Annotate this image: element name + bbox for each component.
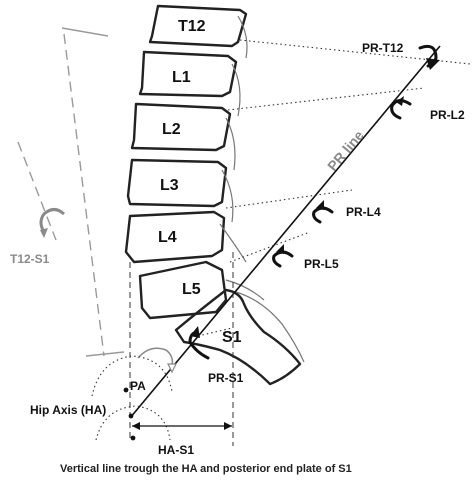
vertebra-l2-label: L2: [162, 121, 181, 138]
pr-l5-arrow: [272, 250, 294, 268]
ha-s1-label: HA-S1: [158, 443, 194, 457]
pr-l4-label: PR-L4: [346, 205, 381, 219]
vertebral-column: T12 L1 L2 L3 L3 L4: [124, 4, 305, 386]
vertebra-l3: L3: [126, 158, 234, 223]
annotation-labels: PR-T12 PR-L2 PR-L4 PR-L5 PR-S1 PA Hip Ax…: [30, 41, 465, 475]
pelvic-rotation-arrowhead: [167, 363, 177, 374]
vertebra-s1-label: S1: [222, 329, 242, 346]
ha-s1-distance: HA-S1: [132, 422, 232, 457]
vertebra-s1: S1: [174, 288, 305, 386]
pr-line: [129, 45, 441, 419]
pr-l5-label: PR-L5: [304, 257, 339, 271]
pr-l2-label: PR-L2: [430, 108, 465, 122]
endplate-line-l5: [229, 231, 311, 263]
vertebra-l3-process: [221, 169, 234, 223]
pr-l2-arrow: [390, 99, 412, 120]
vertebra-l2-body: [130, 102, 232, 152]
ha-s1-right-arrowhead: [224, 422, 232, 430]
t12-s1-line: [63, 33, 105, 357]
vertical-references: [129, 252, 234, 446]
t12-s1-cross-line: [17, 141, 57, 241]
femoral-heads: [91, 355, 173, 441]
endplate-lines: [197, 39, 471, 337]
vertebra-l1-process: [231, 63, 241, 117]
pr-t12-label: PR-T12: [362, 41, 404, 55]
hip-axis-point: [128, 413, 134, 419]
pa-point: [123, 387, 129, 393]
pr-l5-arrowhead: [276, 244, 284, 254]
vertebra-l2-process: [225, 117, 236, 171]
vertebra-t12: T12: [148, 4, 248, 59]
vertebra-l5: L5: [138, 260, 265, 320]
vertebra-l3-body: [126, 158, 228, 208]
hip-axis-label: Hip Axis (HA): [30, 403, 106, 417]
endplate-line-l4: [225, 189, 353, 209]
t12-s1-bottom-tick: [85, 351, 125, 357]
lower-hip-point: [130, 435, 136, 441]
sacrum-body: [174, 288, 302, 386]
vertebra-t12-label: T12: [178, 18, 206, 35]
pr-line-label: PR line: [324, 127, 367, 174]
vertebra-l1-label: L1: [172, 69, 191, 86]
endplate-line-s1: [197, 327, 233, 337]
vertebra-l4: L3 L4: [124, 210, 247, 264]
vertebra-l5-process: [225, 279, 265, 301]
pr-t12-arrowhead: [426, 58, 440, 70]
pr-l2-arrowhead: [396, 96, 404, 106]
pa-label: PA: [130, 379, 146, 393]
pelvic-rotation-arrow: [137, 347, 174, 367]
t12-s1-arrowhead: [40, 228, 48, 238]
t12-s1-reference: T12-S1: [10, 27, 125, 357]
pr-s1-arrowhead: [190, 326, 200, 338]
vertebra-l1: L1: [138, 50, 241, 117]
pr-s1-label: PR-S1: [208, 371, 244, 385]
t12-s1-label: T12-S1: [10, 252, 50, 266]
vertebra-t12-body: [148, 4, 248, 48]
vertebra-l5-body: [138, 260, 228, 320]
vertebra-t12-process: [237, 15, 248, 59]
vertebra-l4-process: [219, 223, 247, 263]
rotation-arrows: [137, 44, 440, 374]
vertebra-l4-body: [124, 210, 226, 264]
femoral-head-upper: [91, 355, 173, 397]
t12-s1-top-tick: [61, 27, 109, 37]
vertebra-l4-label-text: L4: [158, 229, 177, 246]
vertebra-l3-label: L3: [160, 177, 179, 194]
pr-l4-arrow: [312, 206, 334, 224]
ha-s1-left-arrowhead: [132, 422, 140, 430]
femoral-head-lower: [95, 405, 171, 441]
figure-caption: Vertical line trough the HA and posterio…: [60, 463, 352, 475]
vertebra-l1-body: [138, 50, 238, 98]
t12-s1-rotation-arrow: [39, 208, 66, 233]
pr-l4-arrowhead: [316, 200, 324, 210]
vertebra-l5-label: L5: [182, 281, 201, 298]
vertebra-l2: L2: [130, 102, 236, 171]
sacrum-outline: [235, 291, 305, 363]
endplate-line-l2: [227, 87, 425, 111]
